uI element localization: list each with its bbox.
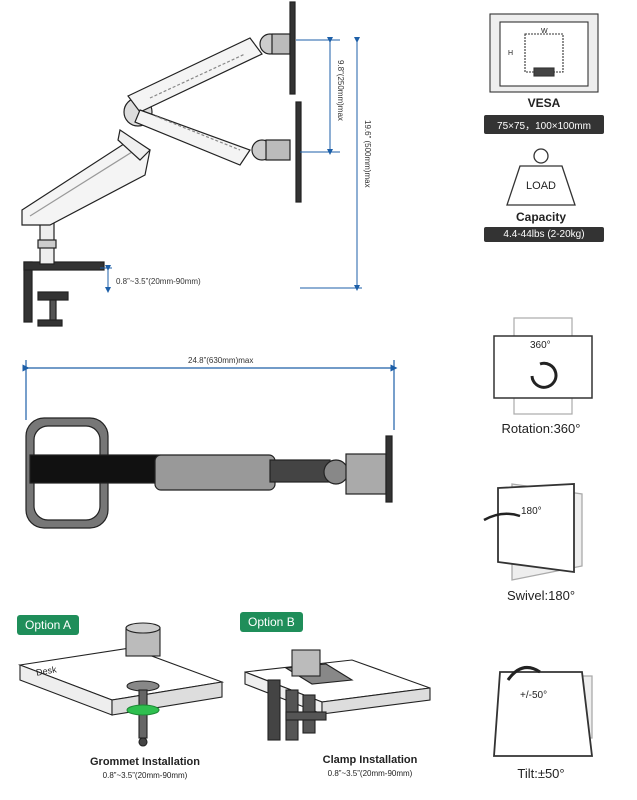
total-height-label: 19.6” (500mm)max: [360, 120, 372, 230]
side-dimension-lines: [100, 37, 362, 293]
vesa-height-label: 9.8”(250mm)max: [333, 60, 345, 150]
weight-icon-text: LOAD: [526, 180, 556, 192]
grommet-range: 0.8”~3.5”(20mm-90mm): [102, 771, 188, 780]
swivel-caption: Swivel:180°: [506, 588, 576, 603]
swivel-icon: [483, 483, 583, 581]
rotation-badge: 360°: [530, 340, 551, 351]
rotation-icon: [493, 317, 593, 415]
clamp-range-label: 0.8”~3.5”(20mm-90mm): [116, 277, 201, 286]
total-height-text: 19.6” (500mm)max: [363, 120, 372, 188]
vesa-title: VESA: [527, 96, 561, 110]
grommet-install-illustration: [17, 622, 225, 747]
clamp-title: Clamp Installation: [322, 754, 418, 766]
vesa-diagram-h: H: [508, 50, 514, 57]
clamp-range: 0.8”~3.5”(20mm-90mm): [327, 769, 413, 778]
arm-side-view: [21, 1, 302, 327]
vesa-icon: [489, 13, 599, 93]
swivel-badge: 180°: [521, 506, 542, 517]
capacity-title: Capacity: [515, 210, 567, 224]
option-b-tag: Option B: [240, 612, 303, 632]
reach-label: 24.8”(630mm)max: [188, 356, 254, 365]
tilt-icon: [493, 666, 594, 757]
tilt-caption: Tilt:±50°: [517, 766, 565, 781]
clamp-install-illustration: [244, 649, 431, 741]
vesa-value: 75×75，100×100mm: [484, 115, 604, 134]
vesa-height-text: 9.8”(250mm)max: [336, 60, 345, 121]
capacity-value: 4.4-44lbs (2-20kg): [484, 227, 604, 242]
option-a-tag: Option A: [17, 615, 80, 635]
vesa-diagram-w: W: [541, 28, 548, 35]
grommet-title: Grommet Installation: [89, 756, 201, 768]
arm-top-view: [22, 360, 398, 529]
weight-icon: [506, 148, 576, 206]
tilt-badge: +/-50°: [520, 690, 548, 701]
rotation-caption: Rotation:360°: [501, 421, 581, 436]
